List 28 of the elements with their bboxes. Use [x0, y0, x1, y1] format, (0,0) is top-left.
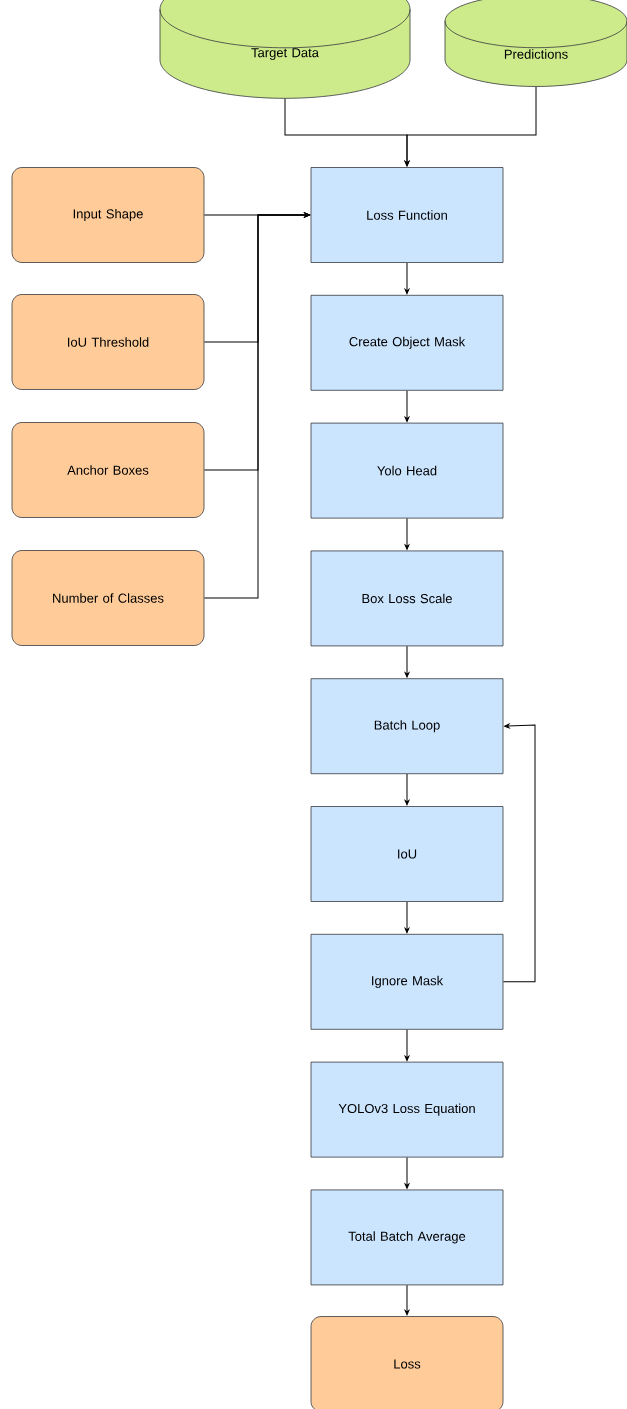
arrow — [404, 262, 410, 295]
process-box: Batch Loop — [310, 678, 504, 775]
arrow — [203, 212, 310, 599]
process-box: Box Loss Scale — [310, 550, 504, 647]
arrow — [404, 773, 410, 806]
rounded-box: Input Shape — [11, 167, 205, 263]
arrow — [404, 1157, 410, 1189]
arrow — [404, 86, 537, 167]
process-box: Ignore Mask — [310, 933, 504, 1030]
database-cylinder: Predictions — [444, 0, 627, 87]
arrow — [502, 723, 536, 983]
rounded-box: Number of Classes — [11, 550, 205, 646]
process-box: IoU — [310, 806, 504, 902]
arrow — [404, 390, 410, 422]
process-box: Yolo Head — [310, 422, 504, 519]
arrow — [404, 901, 410, 934]
process-box: Loss Function — [310, 167, 504, 263]
arrow — [404, 645, 410, 678]
rounded-box: IoU Threshold — [11, 294, 205, 390]
process-box: YOLOv3 Loss Equation — [310, 1061, 504, 1158]
rounded-box: Loss — [310, 1316, 504, 1409]
database-cylinder: Target Data — [159, 0, 411, 99]
arrow — [404, 518, 410, 550]
process-box: Total Batch Average — [310, 1189, 504, 1286]
process-box: Create Object Mask — [310, 294, 504, 391]
arrow — [404, 1029, 410, 1061]
arrow — [404, 1284, 410, 1316]
rounded-box: Anchor Boxes — [11, 422, 205, 518]
